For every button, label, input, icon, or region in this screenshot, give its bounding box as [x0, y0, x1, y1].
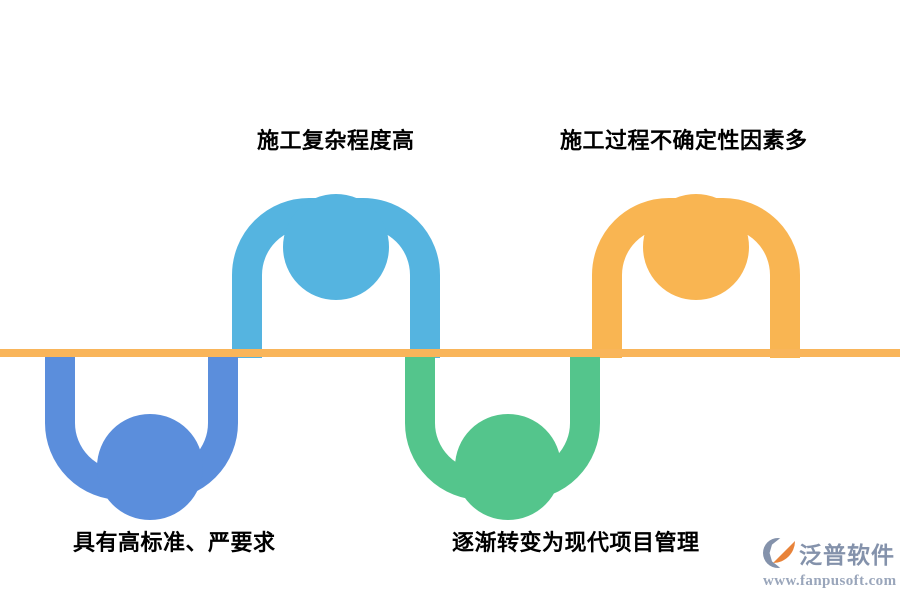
node-label-top-right: 施工过程不确定性因素多 [560, 128, 808, 153]
node-bottom-left-shape [45, 350, 238, 520]
node-top-left-shape [232, 194, 440, 358]
watermark-brand-row: 泛普软件 [763, 534, 895, 572]
node-label-bottom-left: 具有高标准、严要求 [73, 530, 276, 555]
circle-bottom-left [97, 414, 203, 520]
crescent-logo-icon [763, 536, 797, 570]
node-label-top-left: 施工复杂程度高 [257, 128, 415, 153]
wedge-shape [773, 541, 795, 563]
watermark-brand-name: 泛普软件 [799, 542, 895, 568]
watermark: 泛普软件 www.fanpusoft.com [763, 534, 897, 594]
watermark-url: www.fanpusoft.com [763, 573, 897, 589]
circle-top-right [643, 194, 749, 300]
node-bottom-right-shape [405, 350, 600, 520]
node-top-right-shape [592, 194, 800, 358]
circle-top-left [283, 194, 389, 300]
circle-bottom-right [455, 414, 561, 520]
node-label-bottom-right: 逐渐转变为现代项目管理 [452, 530, 700, 555]
